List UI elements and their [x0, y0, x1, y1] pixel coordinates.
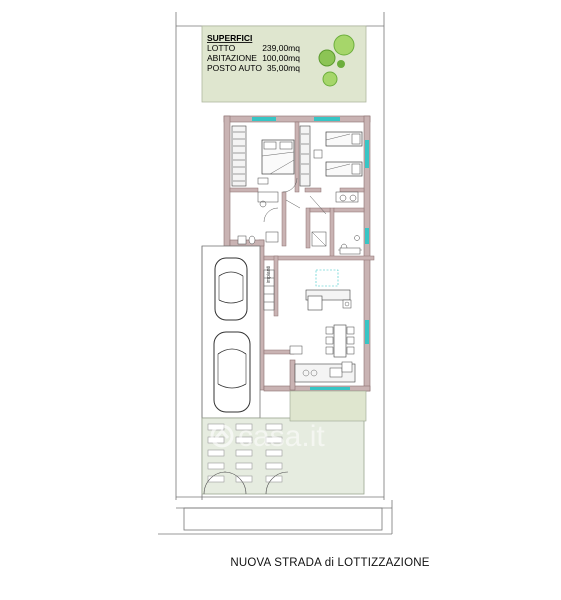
- master-bedroom: [231, 125, 298, 193]
- superfici-posto-auto-label: POSTO AUTO: [207, 63, 262, 73]
- street-label: NUOVA STRADA di LOTTIZZAZIONE: [230, 557, 429, 569]
- wardrobe: [299, 125, 311, 187]
- watermark-text: casa.it: [238, 420, 325, 453]
- superfici-abitazione-value: 100,00mq: [262, 53, 300, 63]
- stairs: [263, 269, 303, 355]
- superfici-table: SUPERFICI LOTTO 239,00mq ABITAZIONE 100,…: [207, 33, 300, 73]
- car-icon: [213, 331, 251, 413]
- interior-walls: [229, 121, 375, 355]
- watermark: casa.it: [210, 420, 325, 453]
- tree-icon: [333, 34, 355, 56]
- casa-logo-icon: [210, 424, 234, 448]
- rug: [315, 269, 339, 287]
- wardrobe: [231, 125, 247, 187]
- car-icon: [214, 257, 248, 321]
- superfici-title: SUPERFICI: [207, 33, 252, 43]
- bathroom-left: [237, 207, 279, 245]
- armchair: [307, 295, 323, 311]
- side-table: [342, 299, 352, 309]
- impianti-label: impianti: [266, 266, 272, 283]
- gate-swing: [223, 471, 247, 495]
- tree-icon: [337, 60, 345, 68]
- garden-trees: [318, 34, 355, 87]
- superfici-posto-auto-value: 35,00mq: [267, 63, 300, 73]
- door-swing: [282, 177, 298, 193]
- parking-area: [201, 245, 261, 500]
- tree-icon: [318, 49, 336, 67]
- living-room: [305, 247, 362, 311]
- dining-area: [325, 324, 355, 358]
- sidewalk: [158, 500, 393, 535]
- superfici-lotto-value: 239,00mq: [262, 43, 300, 53]
- kitchen: [294, 361, 356, 383]
- twin-bedroom: [299, 125, 363, 187]
- windows: [252, 117, 369, 390]
- dining-table: [333, 324, 347, 358]
- sofa: [305, 289, 351, 301]
- superfici-lotto-label: LOTTO: [207, 43, 236, 53]
- corridor: [257, 191, 359, 215]
- gate-swing: [203, 471, 227, 495]
- gate-swing: [265, 471, 289, 495]
- superfici-abitazione-label: ABITAZIONE: [207, 53, 257, 63]
- tree-icon: [322, 71, 338, 87]
